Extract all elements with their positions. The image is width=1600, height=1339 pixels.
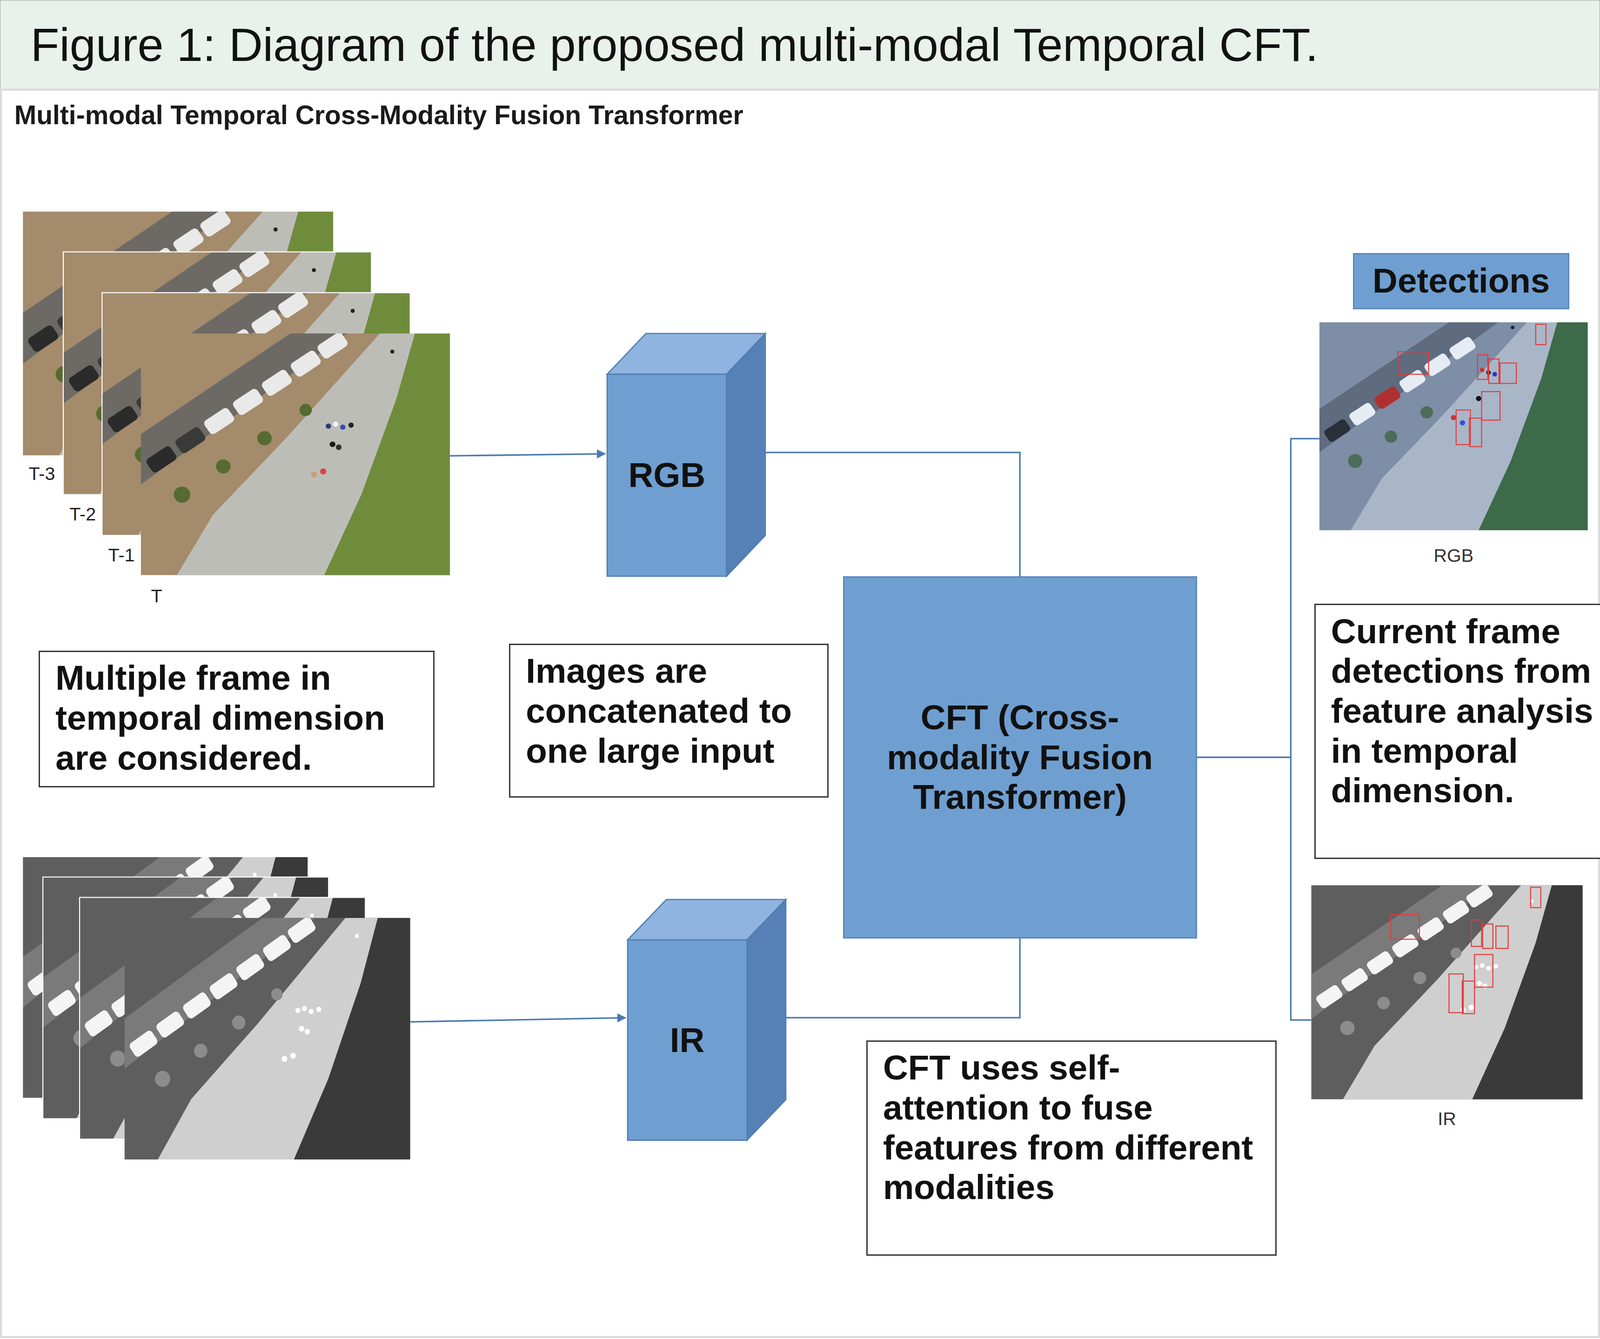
- bounding-box: [1471, 920, 1482, 947]
- output-heading: Detections: [1352, 253, 1570, 310]
- connector-line: [765, 452, 1020, 577]
- note-box: Current frame detections from feature an…: [1314, 603, 1600, 859]
- title-holder: Figure 1: Diagram of the proposed multi-…: [30, 0, 1319, 90]
- bounding-box: [1448, 974, 1464, 1013]
- bounding-box: [1481, 391, 1500, 421]
- note-text: Multiple frame in temporal dimension are…: [55, 658, 418, 778]
- box-label: RGB: [628, 455, 706, 496]
- detection-frame: [1319, 322, 1588, 531]
- rgb-detection-image: [1319, 322, 1588, 531]
- figure-title: Figure 1: Diagram of the proposed multi-…: [30, 19, 1319, 71]
- fusion-block: CFT (Cross-modality Fusion Transformer): [843, 576, 1198, 939]
- bounding-box: [1499, 363, 1517, 384]
- input-arrow: [410, 1017, 626, 1023]
- cube-front: [627, 940, 748, 1141]
- note-text: CFT uses self-attention to fuse features…: [883, 1048, 1260, 1208]
- input-arrow: [449, 454, 605, 456]
- detection-image: IR: [1311, 885, 1583, 1136]
- cube-shape: [607, 333, 766, 577]
- cube-side: [746, 899, 786, 1141]
- modality-box: RGB: [607, 333, 766, 577]
- bounding-box: [1482, 924, 1493, 950]
- video-frame: [124, 915, 411, 1160]
- frame-time-label: T-1: [107, 544, 135, 566]
- bounding-box: [1474, 954, 1493, 988]
- bounding-box: [1535, 324, 1547, 345]
- modality-box: IR: [627, 899, 786, 1141]
- connector-line: [1197, 438, 1320, 758]
- bounding-box: [1462, 981, 1475, 1014]
- bounding-box: [1456, 409, 1471, 445]
- rgb-frame-stack: [22, 208, 450, 576]
- detection-boxes: [1390, 887, 1541, 1015]
- note-box: Multiple frame in temporal dimension are…: [38, 650, 435, 788]
- bounding-box: [1390, 915, 1420, 940]
- bounding-box: [1398, 351, 1429, 375]
- bounding-box: [1488, 359, 1500, 384]
- cube-side: [726, 333, 766, 577]
- box-label: CFT (Cross-modality Fusion Transformer): [871, 697, 1168, 818]
- bounding-box: [1530, 887, 1541, 909]
- bounding-box: [1477, 354, 1488, 380]
- cube-shape: [627, 899, 786, 1141]
- detection-image: RGB: [1319, 322, 1588, 573]
- cube-front: [607, 374, 727, 577]
- connector-line: [785, 938, 1020, 1018]
- note-text: Images are concatenated to one large inp…: [525, 651, 812, 771]
- box-label: Detections: [1372, 261, 1550, 302]
- frame-time-label: T: [151, 585, 163, 607]
- video-frame: [140, 331, 451, 576]
- box-label: IR: [669, 1020, 705, 1061]
- frame-time-label: T-2: [69, 503, 96, 525]
- frame-time-label: T-3: [28, 463, 55, 485]
- bounding-box: [1469, 418, 1482, 447]
- image-caption: RGB: [1433, 545, 1474, 567]
- detection-frame: [1311, 883, 1583, 1100]
- title-band: [0, 0, 1600, 90]
- note-box: CFT uses self-attention to fuse features…: [866, 1040, 1277, 1257]
- note-box: Images are concatenated to one large inp…: [508, 643, 829, 798]
- bounding-box: [1495, 926, 1508, 949]
- figure-subtitle: Multi-modal Temporal Cross-Modality Fusi…: [14, 100, 744, 131]
- note-text: Current frame detections from feature an…: [1331, 611, 1600, 812]
- ir-detection-image: [1311, 883, 1583, 1100]
- ir-frame-stack: [22, 854, 410, 1161]
- detection-boxes: [1398, 324, 1547, 447]
- connector-line: [1197, 757, 1312, 1021]
- image-caption: IR: [1437, 1108, 1456, 1130]
